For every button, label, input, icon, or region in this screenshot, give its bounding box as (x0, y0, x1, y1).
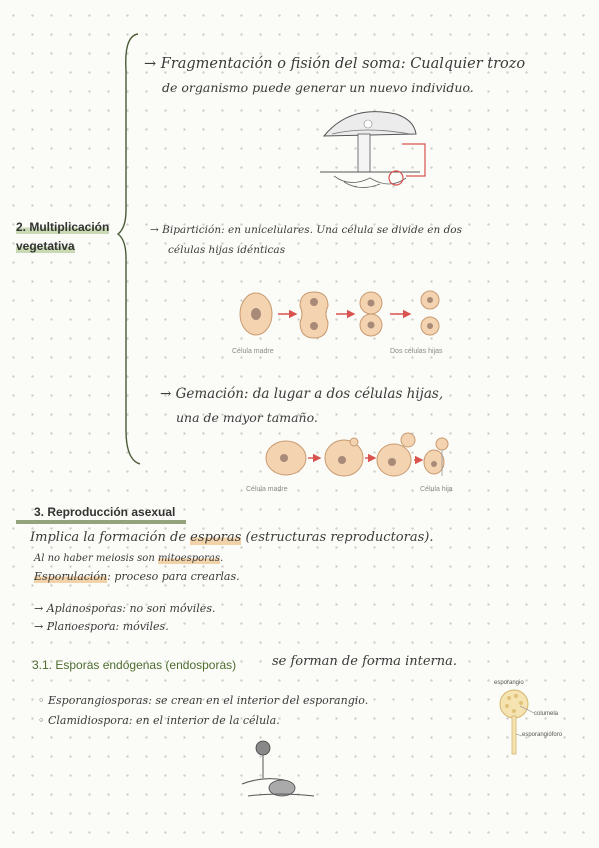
section3-underline (16, 520, 186, 524)
section3-esporulacion: Esporulación: proceso para crearlas. (34, 570, 240, 583)
meiosis-text: Al no haber meiosis son (34, 553, 158, 564)
section3-meiosis: Al no haber meiosis son mitoesporas. (34, 553, 223, 564)
gemacion-caption-left: Célula madre (246, 486, 288, 493)
label-esporangio: esporangio (494, 680, 524, 686)
biparticion-illustration (239, 290, 440, 339)
bullet-icon: ◦ (38, 694, 48, 707)
biparticion-line1: → Bipartición: en unicelulares. Una célu… (150, 224, 463, 236)
intro-highlight-esporas: esporas (190, 530, 242, 545)
gemacion-illustration (265, 432, 449, 477)
section3-heading: 3. Reproducción asexual (34, 505, 176, 519)
item2-text: Clamidiospora: en el interior de la célu… (48, 714, 280, 727)
mushroom-illustration (320, 111, 426, 188)
fragmentacion-line1: → Fragmentación o fisión del soma: Cualq… (144, 56, 526, 72)
gemacion-caption-right: Célula hija (420, 486, 453, 493)
section3-intro: Implica la formación de esporas (estruct… (30, 530, 433, 545)
section2-heading-line2: vegetativa (16, 239, 75, 253)
fragmentacion-line2: de organismo puede generar un nuevo indi… (162, 80, 474, 95)
intro-text: Implica la formación de (30, 530, 191, 545)
item1-text: Esporangiosporas: se crean en el interio… (48, 694, 369, 707)
esporulacion-text: : proceso para crearlas. (107, 570, 240, 583)
label-columela: columela (534, 711, 559, 717)
item-esporangiosporas: ◦ Esporangiosporas: se crean en el inter… (38, 694, 368, 707)
biparticion-line2: células hijas idénticas (168, 244, 286, 256)
planoespora-line: → Planoespora: móviles. (34, 620, 169, 633)
meiosis-highlight: mitoesporas (157, 553, 221, 564)
item-clamidiospora: ◦ Clamidiospora: en el interior de la cé… (38, 714, 280, 727)
label-esporangioforo: esporangióforo (522, 732, 563, 738)
bullet-icon: ◦ (38, 714, 48, 727)
section31-heading-note: se forman de forma interna. (272, 654, 458, 669)
intro-text-end: (estructuras reproductoras). (241, 530, 434, 545)
meiosis-text-end: . (220, 553, 224, 564)
gemacion-line1: → Gemación: da lugar a dos células hijas… (160, 386, 444, 402)
gemacion-line2: una de mayor tamaño. (176, 410, 318, 425)
aplanosporas-line: → Aplanosporas: no son móviles. (34, 602, 216, 615)
esporulacion-highlight: Esporulación (34, 570, 108, 583)
section31-heading: 3.1. Esporas endógenas (endosporas) (32, 658, 237, 672)
clamidiospora-sketch (241, 740, 315, 797)
section2-heading-line1: 2. Multiplicación (16, 220, 110, 234)
biparticion-caption-left: Célula madre (232, 348, 274, 355)
biparticion-caption-right: Dos células hijas (390, 348, 443, 355)
curly-brace (116, 33, 141, 465)
esporangio-diagram (499, 689, 535, 755)
